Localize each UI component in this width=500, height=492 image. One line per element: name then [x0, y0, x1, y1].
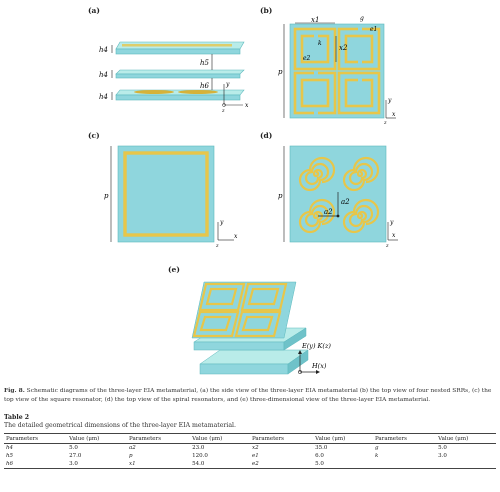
figure-caption: Fig. 8. Schematic diagrams of the three-…	[4, 387, 496, 404]
table-cell: h4	[6, 445, 14, 451]
panel-a-side-view: h4 h4 h4 h5 h6 y x z	[99, 41, 249, 112]
dim-a2-horiz: a2	[324, 208, 333, 216]
table-cell: x2	[251, 445, 259, 451]
table-row: h4 5.0 a2 23.0 x2 35.0 g 5.0	[4, 444, 496, 453]
panel-label-e: (e)	[168, 265, 180, 274]
table-cell: 23.0	[192, 445, 205, 451]
axis-x-b: x	[392, 111, 396, 118]
table-cell: 54.0	[190, 460, 250, 469]
axis-y-d: y	[389, 219, 394, 226]
table-cell	[372, 460, 437, 469]
table-cell: a2	[128, 445, 136, 451]
table-cell: k	[374, 453, 379, 459]
dim-x2: x2	[339, 44, 348, 52]
table-header-cell: Value (μm)	[190, 433, 250, 444]
axis-z-a: z	[221, 108, 225, 112]
table-cell: e2	[249, 460, 314, 469]
panel-e-3d-view: E(y) K(z) H(x)	[191, 281, 331, 375]
dim-h4-bot: h4	[99, 93, 108, 101]
table-cell: 3.0	[67, 460, 127, 469]
table-header-row: Parameters Value (μm) Parameters Value (…	[4, 433, 496, 444]
dim-k: k	[318, 40, 322, 47]
axis-x-a: x	[245, 102, 249, 109]
table-header-cell: Parameters	[249, 433, 314, 444]
table-row: h6 3.0 x1 54.0 e2 5.0	[4, 460, 496, 469]
axis-y-a: y	[225, 81, 230, 88]
panel-b-nested-srrs: x1 g e1 k x2 e2 p y x z	[278, 15, 396, 124]
table-header-cell: Parameters	[126, 433, 191, 444]
table-cell: g	[374, 445, 379, 451]
table-header-cell: Value (μm)	[67, 433, 127, 444]
table-cell: 5.0	[313, 460, 373, 469]
caption-text: Schematic diagrams of the three-layer EI…	[4, 388, 492, 403]
table-header-cell: Parameters	[372, 433, 437, 444]
panel-d-spiral-resonators: a2 a2 p y x z	[278, 145, 398, 249]
table-cell: 120.0	[192, 453, 208, 459]
dim-h4-top: h4	[99, 46, 108, 54]
panel-label-b: (b)	[260, 6, 273, 15]
axis-z-c: z	[215, 243, 219, 249]
dim-h5: h5	[200, 59, 210, 67]
axis-y-b: y	[387, 97, 392, 104]
dim-a2-vert: a2	[341, 198, 350, 206]
dim-e1: e1	[370, 26, 377, 33]
table-header-cell: Value (μm)	[313, 433, 373, 444]
panel-c-square-resonator: p y x z	[104, 145, 238, 249]
table-cell: p	[128, 453, 133, 459]
dim-h4-mid: h4	[99, 71, 108, 79]
table-cell: 27.0	[69, 453, 82, 459]
panel-label-a: (a)	[88, 6, 100, 15]
axis-z-b: z	[383, 120, 387, 124]
table-cell: 5.0	[69, 445, 78, 451]
table-cell: h6	[4, 460, 68, 469]
label-h: H(x)	[311, 362, 327, 370]
dim-x1: x1	[311, 16, 319, 24]
dim-p-c: p	[104, 192, 109, 200]
table-cell: 3.0	[438, 453, 447, 459]
table-cell	[436, 460, 496, 469]
table-cell: x1	[126, 460, 191, 469]
dim-g: g	[360, 15, 364, 22]
dim-p-d: p	[278, 192, 283, 200]
label-e-k: E(y) K(z)	[301, 342, 331, 350]
table-cell: 6.0	[315, 453, 324, 459]
table-cell: 5.0	[438, 445, 447, 451]
axis-x-d: x	[392, 232, 396, 239]
axis-y-c: y	[219, 219, 224, 226]
axis-z-d: z	[385, 243, 389, 249]
table-title: Table 2	[4, 414, 30, 421]
dim-h6: h6	[200, 82, 210, 90]
table-cell: e1	[251, 453, 259, 459]
dimensions-table: Parameters Value (μm) Parameters Value (…	[4, 433, 496, 469]
caption-label: Fig. 8.	[4, 387, 25, 394]
table-subtitle: The detailed geometrical dimensions of t…	[4, 422, 236, 429]
table-row: h5 27.0 p 120.0 e1 6.0 k 3.0	[4, 452, 496, 460]
dim-e2: e2	[303, 55, 311, 62]
table-header-cell: Parameters	[4, 433, 68, 444]
axis-x-c: x	[234, 233, 238, 240]
table-cell: h5	[6, 453, 14, 459]
table-cell: 35.0	[315, 445, 328, 451]
panel-label-c: (c)	[88, 131, 100, 140]
dim-p-b: p	[278, 68, 283, 76]
panel-label-d: (d)	[260, 131, 273, 140]
table-header-cell: Value (μm)	[436, 433, 496, 444]
